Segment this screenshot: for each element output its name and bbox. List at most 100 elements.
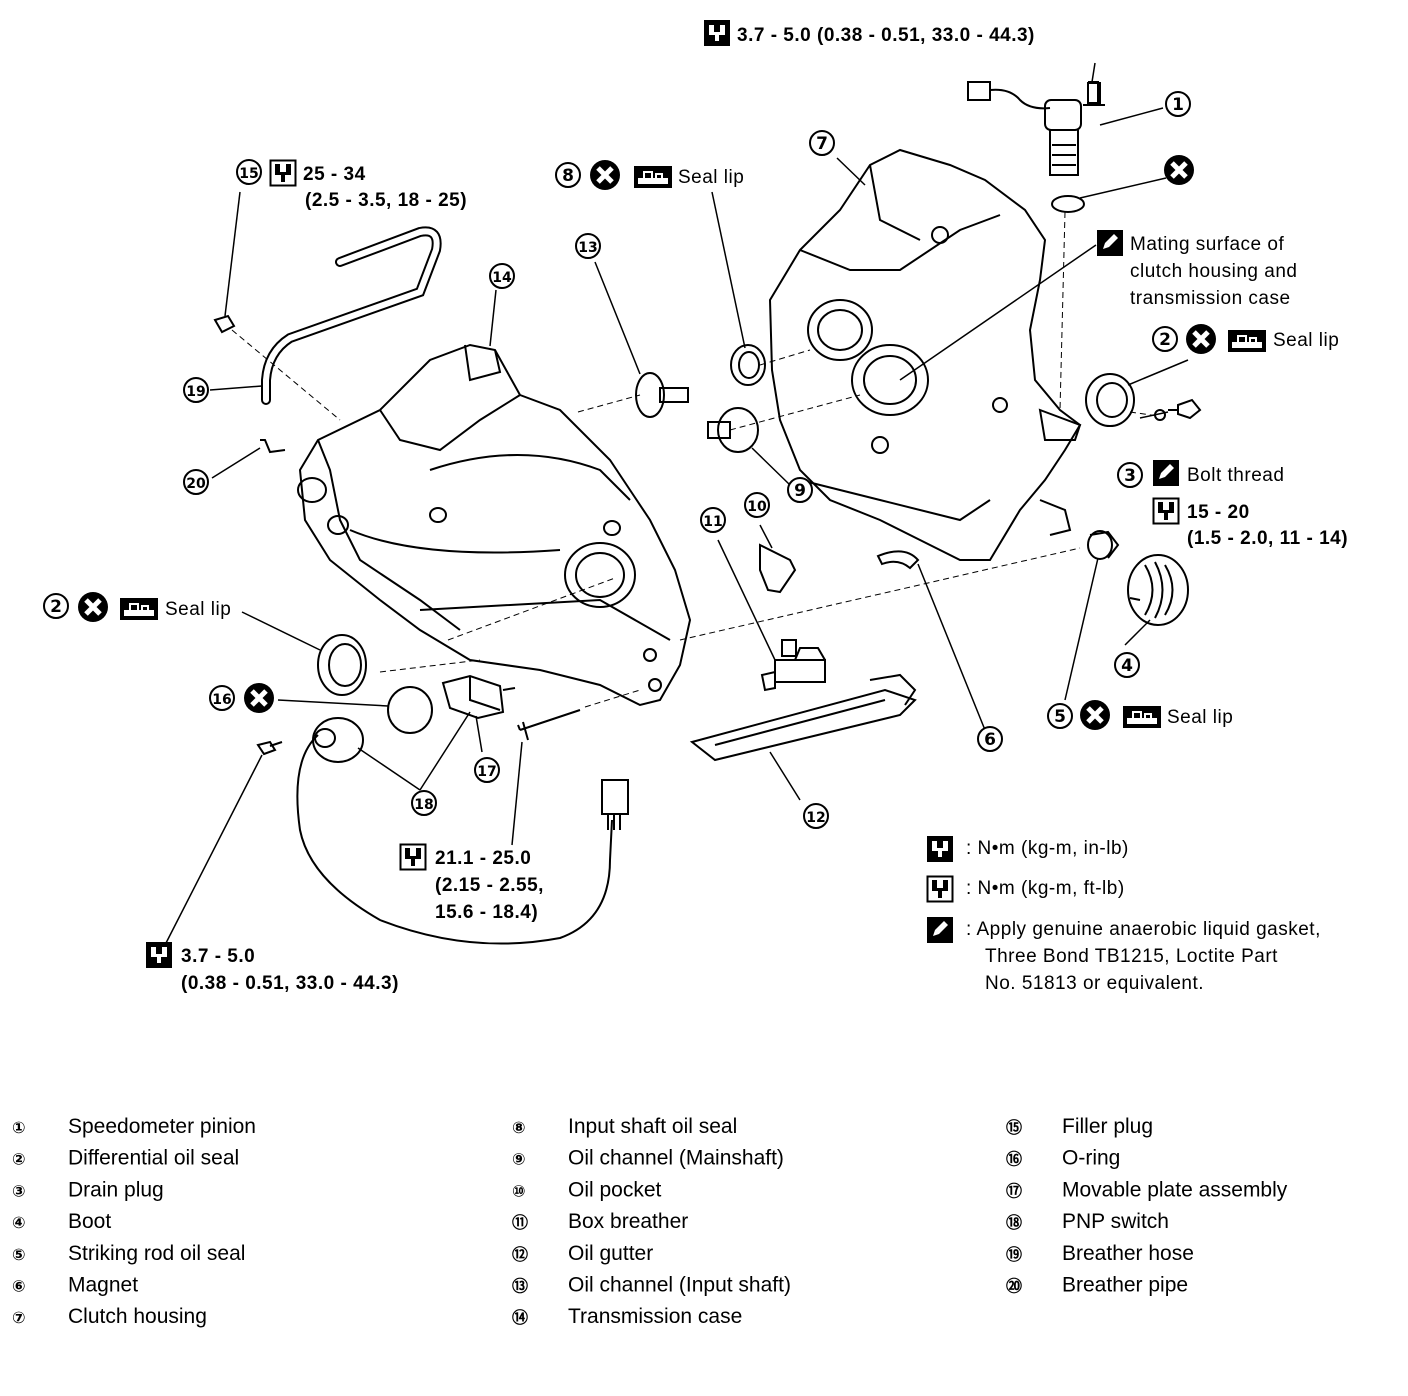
replace-x-icon: [590, 160, 620, 190]
marker-19: [183, 377, 209, 403]
seal-lip-label-2-right: Seal lip: [1273, 330, 1339, 351]
speedometer-pinion-drawing: [967, 81, 1105, 176]
marker-11: [700, 507, 726, 533]
replace-x-icon: [1164, 155, 1194, 185]
marker-15: [236, 159, 262, 185]
torque-top-label: 3.7 - 5.0 (0.38 - 0.51, 33.0 - 44.3): [737, 25, 1035, 46]
legend-number: ⑭: [512, 1308, 528, 1327]
top-bolt-drawing: [1088, 81, 1099, 105]
box-breather-drawing: [760, 639, 826, 692]
marker-14-label: 14: [492, 270, 512, 286]
wrench-open-icon: [1152, 497, 1180, 525]
marker-7: [809, 130, 835, 156]
legend-sealant-2: Three Bond TB1215, Loctite Part: [985, 946, 1278, 967]
movable-plate-assembly-drawing: [441, 674, 516, 720]
marker-2-right: [1152, 326, 1178, 352]
legend-part-name: Oil channel (Mainshaft): [568, 1147, 784, 1170]
drain-torque-values: (1.5 - 2.0, 11 - 14): [1187, 528, 1348, 549]
replace-x-icon: [1186, 324, 1216, 354]
breather-pipe-drawing: [260, 439, 286, 454]
grease-icon: [119, 597, 159, 621]
legend-number: ⑦: [12, 1308, 26, 1327]
legend-part-name: Oil gutter: [568, 1242, 653, 1265]
legend-number: ⑤: [12, 1245, 26, 1264]
marker-9-label: 9: [794, 481, 806, 501]
marker-20-label: 20: [186, 476, 206, 492]
pinion-o-ring-drawing: [1051, 195, 1085, 213]
input-shaft-oil-seal-drawing: [730, 344, 766, 386]
pnp-torque-label: 21.1 - 25.0: [435, 848, 531, 869]
legend-number: ⑳: [1006, 1277, 1022, 1296]
marker-10: [744, 492, 770, 518]
legend-part-name: Breather pipe: [1062, 1274, 1188, 1297]
legend-part-name: Drain plug: [68, 1178, 164, 1201]
legend-number: ⑧: [512, 1118, 526, 1137]
marker-12: [803, 803, 829, 829]
marker-12-label: 12: [806, 810, 825, 826]
marker-17: [474, 757, 500, 783]
legend-number: ④: [12, 1213, 26, 1232]
legend-part-name: Input shaft oil seal: [568, 1115, 737, 1138]
marker-13: [575, 233, 601, 259]
legend-number: ⑮: [1006, 1118, 1022, 1137]
mating-surface-label-3: transmission case: [1130, 288, 1291, 309]
wrench-filled-icon: [927, 836, 953, 862]
marker-5-label: 5: [1054, 707, 1066, 727]
marker-6: [977, 726, 1003, 752]
bottom-torque-label: 3.7 - 5.0: [181, 946, 255, 967]
legend-part-name: Movable plate assembly: [1062, 1178, 1288, 1201]
sealant-icon: [1153, 460, 1179, 486]
marker-6-label: 6: [984, 730, 996, 750]
drain-plug-drawing: [1154, 398, 1202, 421]
oil-gutter-drawing: [689, 673, 917, 762]
oil-channel-mainshaft-drawing: [707, 407, 759, 453]
wrench-filled-icon: [704, 20, 730, 46]
marker-13-label: 13: [578, 240, 597, 256]
replace-x-icon: [78, 592, 108, 622]
legend-number: ⑰: [1006, 1181, 1022, 1200]
boot-drawing: [1127, 554, 1189, 626]
filler-plug-torque-values: (2.5 - 3.5, 18 - 25): [305, 190, 467, 211]
marker-2-left: [43, 593, 69, 619]
bottom-torque-values: (0.38 - 0.51, 33.0 - 44.3): [181, 973, 399, 994]
marker-3-label: 3: [1124, 466, 1136, 486]
assembly-lines: [231, 211, 1159, 708]
marker-4-label: 4: [1121, 656, 1133, 676]
legend-number: ③: [12, 1181, 26, 1200]
marker-1-label: 1: [1172, 95, 1184, 115]
marker-19-label: 19: [186, 384, 205, 400]
replace-x-icon: [244, 683, 274, 713]
legend-number: ⑬: [512, 1277, 528, 1296]
legend-sealant-3: No. 51813 or equivalent.: [985, 973, 1204, 994]
replace-x-icon: [1080, 700, 1110, 730]
marker-1: [1165, 91, 1191, 117]
legend-number: ⑲: [1006, 1245, 1022, 1264]
pnp-bolt-drawing: [517, 709, 581, 741]
legend-part-name: Transmission case: [568, 1305, 742, 1328]
legend-part-name: Magnet: [68, 1274, 138, 1297]
marker-4: [1114, 652, 1140, 678]
legend-part-name: Clutch housing: [68, 1305, 207, 1328]
seal-lip-label-2-left: Seal lip: [165, 599, 231, 620]
marker-14: [489, 263, 515, 289]
legend-number: ⑱: [1006, 1213, 1022, 1232]
drain-torque-label: 15 - 20: [1187, 502, 1250, 523]
marker-8-label: 8: [562, 166, 574, 186]
legend-part-name: Striking rod oil seal: [68, 1242, 245, 1265]
marker-5: [1047, 703, 1073, 729]
magnet-drawing: [876, 550, 920, 570]
legend-number: ⑪: [512, 1213, 528, 1232]
wrench-filled-icon: [146, 942, 172, 968]
sealant-icon: [927, 917, 953, 943]
filler-plug-torque-label: 25 - 34: [303, 164, 366, 185]
legend-wrench-filled: : N•m (kg-m, in-lb): [966, 838, 1129, 859]
legend-part-name: Boot: [68, 1210, 111, 1233]
marker-3: [1117, 462, 1143, 488]
marker-2-left-label: 2: [50, 597, 62, 617]
bolt-thread-label: Bolt thread: [1187, 465, 1284, 486]
bottom-bolt-drawing: [256, 740, 283, 756]
legend-part-name: Oil channel (Input shaft): [568, 1274, 791, 1297]
legend-part-name: Speedometer pinion: [68, 1115, 256, 1138]
